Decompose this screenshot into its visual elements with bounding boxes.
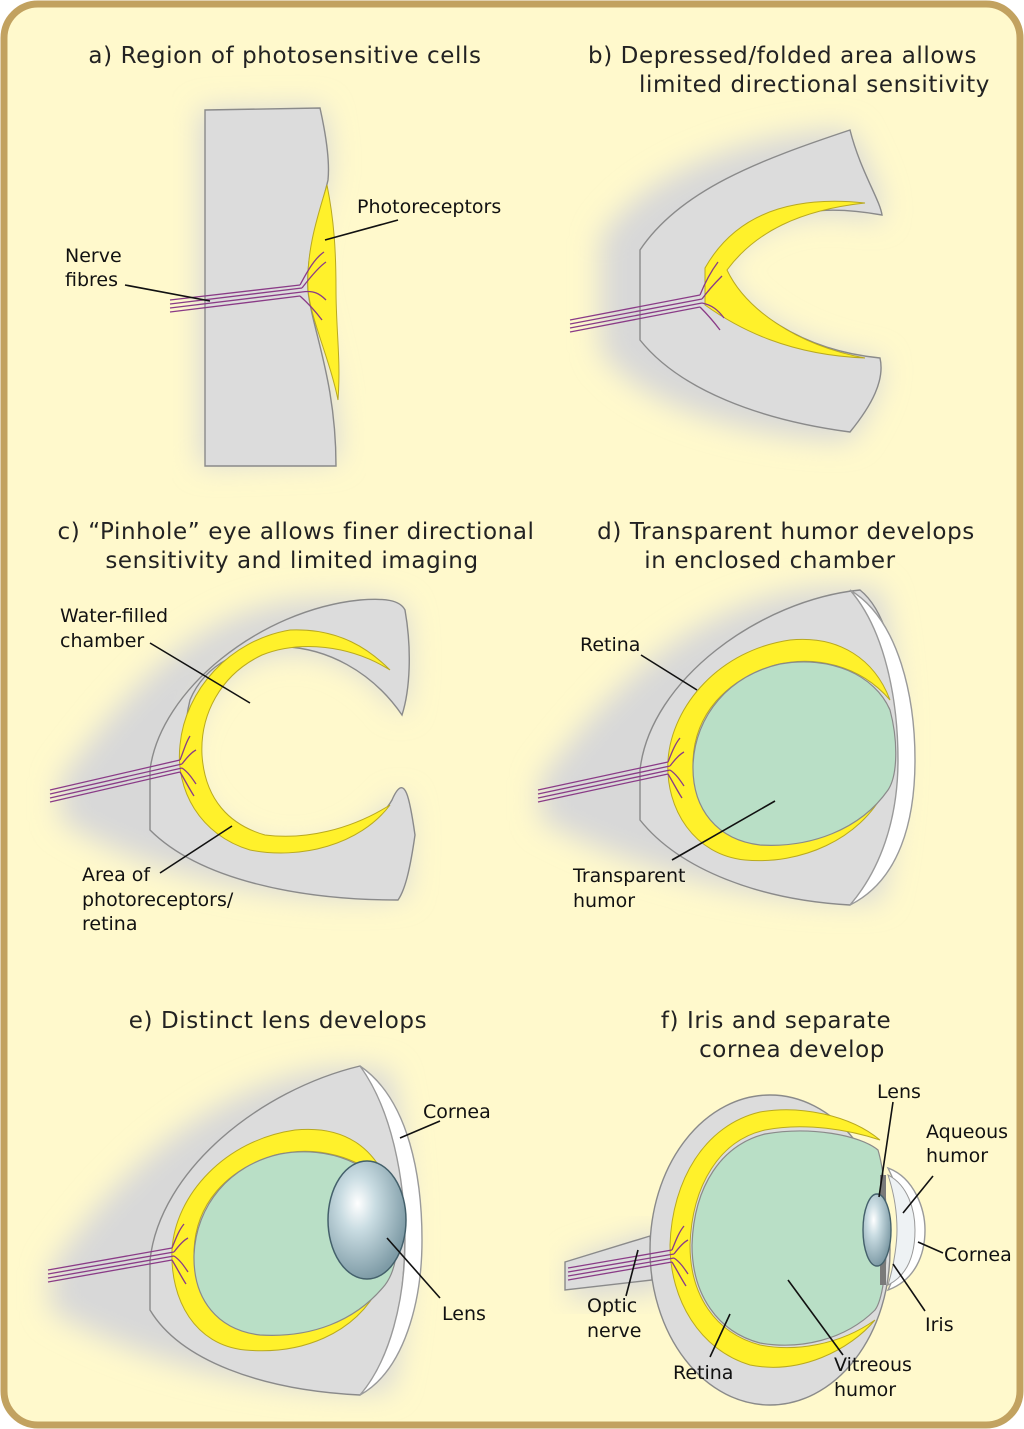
nerve-fibres: [537, 737, 685, 803]
leader-line: [902, 1175, 934, 1214]
leader-line: [892, 1263, 926, 1312]
label-water-filled-chamber: Water-filled chamber: [60, 605, 174, 652]
retina-layer: [669, 1109, 881, 1368]
label-photoreceptors: Photoreceptors: [357, 196, 501, 218]
aqueous-humor: [887, 1174, 916, 1286]
panel-d-title: d) Transparent humor develops in enclose…: [597, 519, 983, 574]
leader-line: [671, 800, 776, 861]
nerve-fibres: [569, 261, 725, 333]
label-cornea: Cornea: [423, 1101, 491, 1123]
panel-b: b) Depressed/folded area allows limited …: [569, 43, 990, 440]
vitreous-humor: [691, 1130, 888, 1346]
lens: [327, 1160, 407, 1280]
panel-a-title: a) Region of photosensitive cells: [88, 43, 481, 69]
panel-f-title: f) Iris and separate cornea develop: [661, 1008, 899, 1063]
nerve-fibres: [49, 735, 197, 803]
label-vitreous-humor: Vitreous humor: [834, 1354, 918, 1401]
panel-e: e) Distinct lens develops Cornea Lens: [47, 1008, 491, 1396]
leader-line: [787, 1279, 844, 1356]
leader-line: [386, 1237, 441, 1299]
leader-line: [159, 825, 233, 874]
panel-c-title: c) “Pinhole” eye allows finer directiona…: [58, 519, 543, 574]
leader-line: [917, 1241, 944, 1254]
panel-a: a) Region of photosensitive cells Photor…: [65, 43, 501, 467]
cornea-layer: [359, 1065, 423, 1396]
panel-d: d) Transparent humor develops in enclose…: [537, 519, 983, 912]
label-retina: Retina: [673, 1362, 733, 1384]
label-photoreceptors-retina: Area of photoreceptors/ retina: [82, 864, 239, 935]
leader-line: [324, 219, 399, 241]
transparent-humor: [692, 661, 897, 846]
label-optic-nerve: Optic nerve: [587, 1295, 643, 1342]
panel-c: c) “Pinhole” eye allows finer directiona…: [49, 519, 543, 935]
leader-line: [640, 654, 698, 691]
panel-f: f) Iris and separate cornea develop Lens…: [564, 1008, 1014, 1406]
tissue-shadow: [60, 598, 409, 898]
photoreceptor-layer: [704, 200, 866, 359]
retina-layer: [178, 629, 391, 854]
label-cornea: Cornea: [944, 1244, 1012, 1266]
leader-line: [709, 1313, 731, 1358]
label-iris: Iris: [925, 1314, 954, 1336]
label-retina: Retina: [580, 634, 640, 656]
lens: [862, 1193, 892, 1267]
label-nerve-fibres: Nerve fibres: [65, 245, 128, 291]
leader-line: [149, 642, 251, 704]
cornea-layer: [849, 589, 916, 906]
label-lens: Lens: [877, 1081, 921, 1103]
label-transparent-humor: Transparent humor: [572, 865, 692, 912]
panel-e-title: e) Distinct lens develops: [129, 1008, 427, 1034]
leader-line: [878, 1101, 894, 1198]
optic-nerve-fibres: [567, 1225, 689, 1287]
leader-line: [399, 1120, 441, 1139]
nerve-fibres: [47, 1223, 189, 1285]
leader-line: [124, 284, 211, 302]
leader-line: [625, 1249, 639, 1297]
panel-b-title: b) Depressed/folded area allows limited …: [588, 43, 990, 98]
label-lens: Lens: [442, 1303, 486, 1325]
label-aqueous-humor: Aqueous humor: [926, 1121, 1014, 1167]
